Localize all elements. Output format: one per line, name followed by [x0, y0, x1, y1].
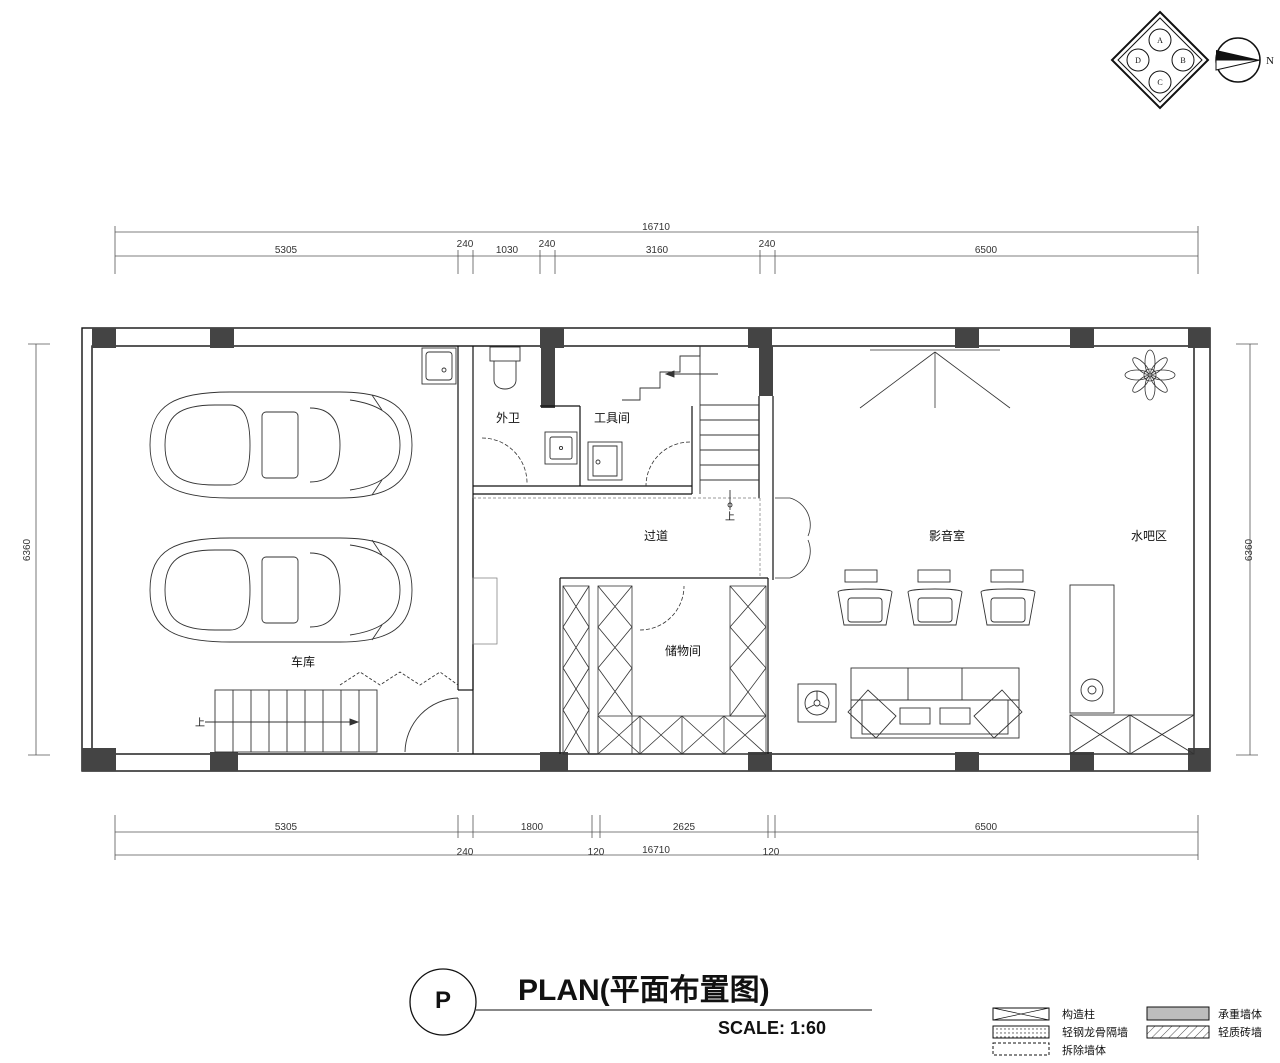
plan-scale: SCALE: 1:60	[718, 1018, 826, 1038]
garage-staircase	[205, 671, 459, 753]
bar-counter	[1069, 584, 1195, 755]
right-height-dimension: 6360	[1244, 538, 1255, 561]
storage-cabinets	[562, 585, 767, 755]
left-height-dimension: 6360	[22, 538, 33, 561]
partition-lines	[472, 497, 761, 645]
bottom-dimension-4: 6500	[975, 822, 998, 833]
bottom-sub-dimension-2: 120	[588, 847, 605, 858]
bottom-dimension-3: 2625	[673, 822, 696, 833]
storage-door-swing	[639, 585, 685, 631]
compass-c: C	[1157, 78, 1162, 87]
legend: 构造柱 承重墙体 轻钢龙骨隔墙 轻质砖墙 拆除墙体	[992, 1006, 1262, 1057]
legend-swatch-bearing-wall	[1146, 1006, 1210, 1021]
top-dimension-6: 240	[759, 239, 776, 250]
sofa-icon	[847, 667, 1023, 739]
bottom-dimension-1: 5305	[275, 822, 298, 833]
theater-armchairs	[837, 569, 1036, 626]
compass-rose: A B C D N	[1110, 10, 1274, 110]
north-label: N	[1266, 55, 1274, 67]
theater-double-door	[775, 497, 811, 579]
speaker-icon	[797, 683, 837, 723]
legend-swatch-demolished-wall	[992, 1042, 1050, 1056]
room-label-storage: 储物间	[665, 643, 701, 658]
bottom-sub-dimension-4: 120	[763, 847, 780, 858]
stair-up-label-mid: 上	[725, 511, 735, 523]
room-label-theater: 影音室	[929, 528, 965, 543]
bottom-dimension-2: 1800	[521, 822, 544, 833]
plan-marker-circle	[409, 968, 477, 1036]
compass-a: A	[1157, 36, 1163, 45]
legend-label-steel-partition: 轻钢龙骨隔墙	[1062, 1025, 1128, 1039]
side-dimension-lines	[28, 343, 1258, 756]
legend-label-bearing-wall: 承重墙体	[1218, 1007, 1262, 1021]
legend-label-structural-column: 构造柱	[1062, 1007, 1095, 1021]
legend-label-light-brick: 轻质砖墙	[1218, 1025, 1262, 1039]
projector-beam	[859, 349, 1011, 409]
basin-icon	[544, 431, 578, 465]
toilet-icon	[489, 346, 521, 390]
plan-marker-letter: P	[435, 987, 451, 1014]
stair-up-label-left: 上	[195, 717, 205, 729]
structural-columns	[82, 328, 1210, 771]
title-block: P PLAN(平面布置图) SCALE: 1:60	[409, 968, 872, 1038]
bottom-sub-dimension-1: 240	[457, 847, 474, 858]
room-label-tool-room: 工具间	[594, 411, 630, 425]
top-dimension-2: 240	[457, 239, 474, 250]
bottom-sub-dimension-3: 16710	[642, 845, 670, 856]
legend-swatch-structural-column	[992, 1007, 1050, 1021]
sink-icon	[421, 347, 457, 385]
room-label-garage: 车库	[291, 654, 315, 669]
legend-label-demolished-wall: 拆除墙体	[1062, 1043, 1106, 1057]
room-label-bathroom: 外卫	[496, 411, 520, 425]
compass-d: D	[1135, 56, 1141, 65]
top-dimension-4: 240	[539, 239, 556, 250]
top-dimension-7: 6500	[975, 245, 998, 256]
north-arrow-icon	[1215, 37, 1261, 83]
mop-sink-icon	[587, 441, 623, 481]
legend-swatch-steel-partition	[992, 1025, 1050, 1039]
top-dimension-5: 3160	[646, 245, 669, 256]
bottom-dimension-lines	[114, 815, 1199, 860]
garage-door-swing	[404, 697, 459, 753]
car-icon	[149, 391, 413, 499]
legend-swatch-light-brick	[1146, 1025, 1210, 1039]
plan-title: PLAN(平面布置图)	[518, 974, 770, 1007]
bathroom-door-swing	[481, 437, 528, 485]
top-total-dimension: 16710	[642, 222, 670, 233]
top-dimension-1: 5305	[275, 245, 298, 256]
top-dimension-lines	[114, 226, 1199, 274]
toolroom-door-swing	[645, 441, 691, 487]
middle-staircase	[622, 346, 759, 510]
room-label-corridor: 过道	[644, 529, 668, 543]
car-icon	[149, 537, 413, 643]
compass-b: B	[1180, 56, 1185, 65]
plant-icon	[1124, 349, 1176, 401]
room-label-bar: 水吧区	[1131, 529, 1167, 543]
top-dimension-3: 1030	[496, 245, 519, 256]
